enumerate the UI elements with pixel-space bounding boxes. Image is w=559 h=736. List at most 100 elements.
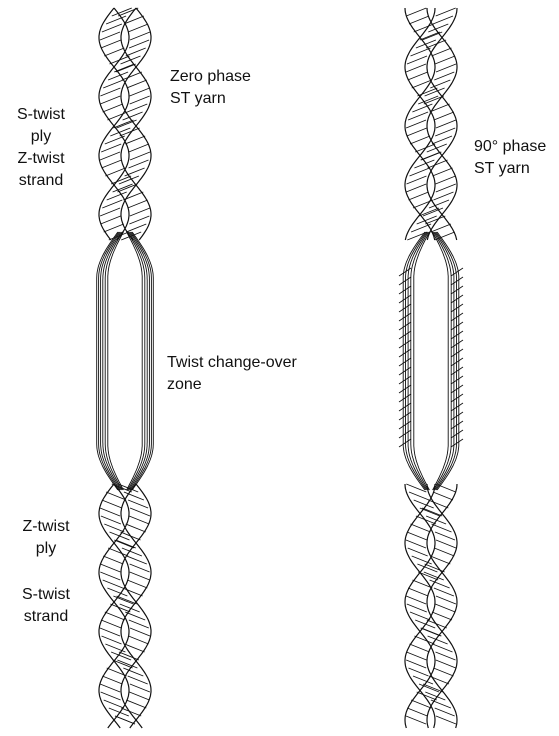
s-twist-strand-line2: strand bbox=[8, 606, 84, 628]
strand-hatch bbox=[100, 508, 120, 516]
strand-hatch bbox=[435, 532, 455, 540]
z-twist-strand-line1: Z-twist bbox=[2, 148, 80, 170]
strand-hatch bbox=[100, 88, 120, 96]
strand-hatch bbox=[104, 224, 124, 232]
changeover-hatch bbox=[399, 430, 411, 438]
strand-hatch bbox=[436, 184, 456, 192]
strand-hatch bbox=[407, 532, 427, 540]
strand-hatch bbox=[409, 492, 429, 500]
strand-hatch bbox=[116, 540, 136, 548]
changeover-hatch bbox=[399, 403, 411, 411]
changeover-filament bbox=[127, 232, 143, 490]
strand-hatch bbox=[432, 612, 452, 620]
changeover-hatch bbox=[451, 421, 463, 429]
strand-hatch bbox=[407, 128, 427, 136]
changeover-hatch bbox=[451, 304, 463, 312]
strand-hatch bbox=[415, 620, 435, 628]
changeover-hatch bbox=[399, 439, 411, 447]
changeover-hatch bbox=[399, 295, 411, 303]
strand-hatch bbox=[429, 676, 449, 684]
strand-hatch bbox=[433, 492, 453, 500]
changeover-hatch bbox=[399, 349, 411, 357]
strand-hatch bbox=[410, 168, 430, 176]
strand-hatch bbox=[406, 660, 426, 668]
z-twist-ply-line1: Z-twist bbox=[8, 516, 84, 538]
strand-hatch bbox=[432, 524, 452, 532]
strand-hatch bbox=[128, 676, 148, 684]
strand-hatch bbox=[129, 40, 149, 48]
strand-hatch bbox=[411, 524, 431, 532]
changeover-hatch bbox=[451, 277, 463, 285]
changeover-hatch bbox=[451, 358, 463, 366]
strand-hatch bbox=[435, 128, 455, 136]
strand-hatch bbox=[407, 176, 427, 184]
strand-hatch bbox=[130, 152, 150, 160]
strand-hatch bbox=[127, 104, 147, 112]
strand-hatch bbox=[421, 628, 441, 636]
twist-change-over-label: Twist change-over zone bbox=[167, 352, 297, 396]
strand-edge bbox=[405, 484, 435, 728]
strand-hatch bbox=[130, 564, 150, 572]
strand-hatch bbox=[129, 516, 149, 524]
changeover-hatch bbox=[399, 304, 411, 312]
changeover-filament bbox=[132, 232, 153, 490]
strand-hatch bbox=[128, 500, 148, 508]
strand-hatch bbox=[435, 708, 455, 716]
strand-hatch bbox=[436, 8, 456, 16]
strand-hatch bbox=[128, 200, 148, 208]
strand-hatch bbox=[129, 692, 149, 700]
changeover-hatch bbox=[399, 286, 411, 294]
changeover-hatch bbox=[451, 403, 463, 411]
strand-hatch bbox=[436, 120, 456, 128]
strand-hatch bbox=[127, 580, 147, 588]
strand-hatch bbox=[127, 80, 147, 88]
strand-hatch bbox=[407, 652, 427, 660]
strand-hatch bbox=[127, 556, 147, 564]
strand-hatch bbox=[430, 104, 450, 112]
strand-hatch bbox=[436, 652, 456, 660]
strand-hatch bbox=[408, 112, 428, 120]
zero-phase-line2: ST yarn bbox=[170, 88, 251, 110]
strand-hatch bbox=[436, 540, 456, 548]
strand-hatch bbox=[130, 508, 150, 516]
s-twist-strand-line1: S-twist bbox=[8, 584, 84, 606]
changeover-hatch bbox=[399, 322, 411, 330]
changeover-hatch bbox=[399, 421, 411, 429]
changeover-hatch bbox=[399, 277, 411, 285]
changeover-hatch bbox=[451, 367, 463, 375]
changeover-hatch bbox=[399, 367, 411, 375]
strand-hatch bbox=[123, 192, 143, 200]
strand-hatch bbox=[434, 548, 454, 556]
strand-hatch bbox=[130, 32, 150, 40]
strand-hatch bbox=[408, 548, 428, 556]
strand-hatch bbox=[102, 676, 122, 684]
changeover-hatch bbox=[451, 331, 463, 339]
changeover-hatch bbox=[451, 340, 463, 348]
strand-hatch bbox=[126, 524, 146, 532]
z-twist-ply-label: Z-twist ply bbox=[8, 516, 84, 560]
strand-hatch bbox=[434, 192, 454, 200]
strand-hatch bbox=[115, 716, 135, 724]
strand-hatch bbox=[104, 524, 124, 532]
strand-hatch bbox=[409, 192, 429, 200]
strand-hatch bbox=[101, 620, 121, 628]
strand-hatch bbox=[436, 596, 456, 604]
strand-hatch bbox=[113, 184, 133, 192]
strand-hatch bbox=[117, 660, 137, 668]
changeover-hatch bbox=[399, 268, 411, 276]
strand-hatch bbox=[100, 152, 120, 160]
strand-hatch bbox=[105, 136, 125, 144]
strand-hatch bbox=[103, 80, 123, 88]
strand-hatch bbox=[130, 572, 150, 580]
strand-hatch bbox=[435, 56, 455, 64]
changeover-hatch bbox=[451, 349, 463, 357]
changeover-hatch bbox=[399, 376, 411, 384]
changeover-hatch bbox=[451, 430, 463, 438]
strand-hatch bbox=[130, 88, 150, 96]
strand-hatch bbox=[416, 40, 436, 48]
strand-hatch bbox=[129, 160, 149, 168]
changeover-hatch bbox=[399, 394, 411, 402]
changeover-hatch bbox=[451, 286, 463, 294]
strand-hatch bbox=[412, 104, 432, 112]
strand-hatch bbox=[130, 208, 150, 216]
